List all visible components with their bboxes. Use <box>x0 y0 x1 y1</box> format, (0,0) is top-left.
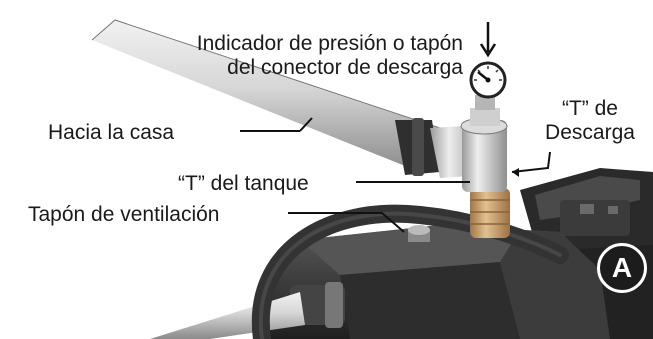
leader-lines <box>240 117 551 233</box>
discharge-tee-label-line1: “T” de <box>561 97 618 120</box>
gauge-label-line1: Indicador de presión o tapón <box>196 32 463 55</box>
leader-house-tip <box>299 117 313 132</box>
leader-discharge <box>511 151 551 173</box>
tank-tee <box>470 188 510 238</box>
leader-vent-tip <box>381 212 405 233</box>
vent-plug-label: Tapón de ventilación <box>28 203 220 226</box>
discharge-tee-label-line2: Descarga <box>545 121 635 144</box>
gauge-label: Indicador de presión o tapón del conecto… <box>103 32 463 80</box>
pump-body <box>150 225 610 339</box>
house-pipe <box>91 19 441 176</box>
down-arrow-icon <box>479 22 497 58</box>
figure-badge: A <box>597 243 647 293</box>
figure-badge-letter: A <box>611 252 633 283</box>
discharge-tee-label: “T” de Descarga <box>530 97 650 145</box>
to-house-label: Hacia la casa <box>48 121 175 144</box>
tank-tee-label: “T” del tanque <box>178 172 309 195</box>
discharge-tee <box>430 95 508 192</box>
pressure-gauge-icon <box>469 61 507 99</box>
gauge-label-line2: del conector de descarga <box>227 56 463 79</box>
